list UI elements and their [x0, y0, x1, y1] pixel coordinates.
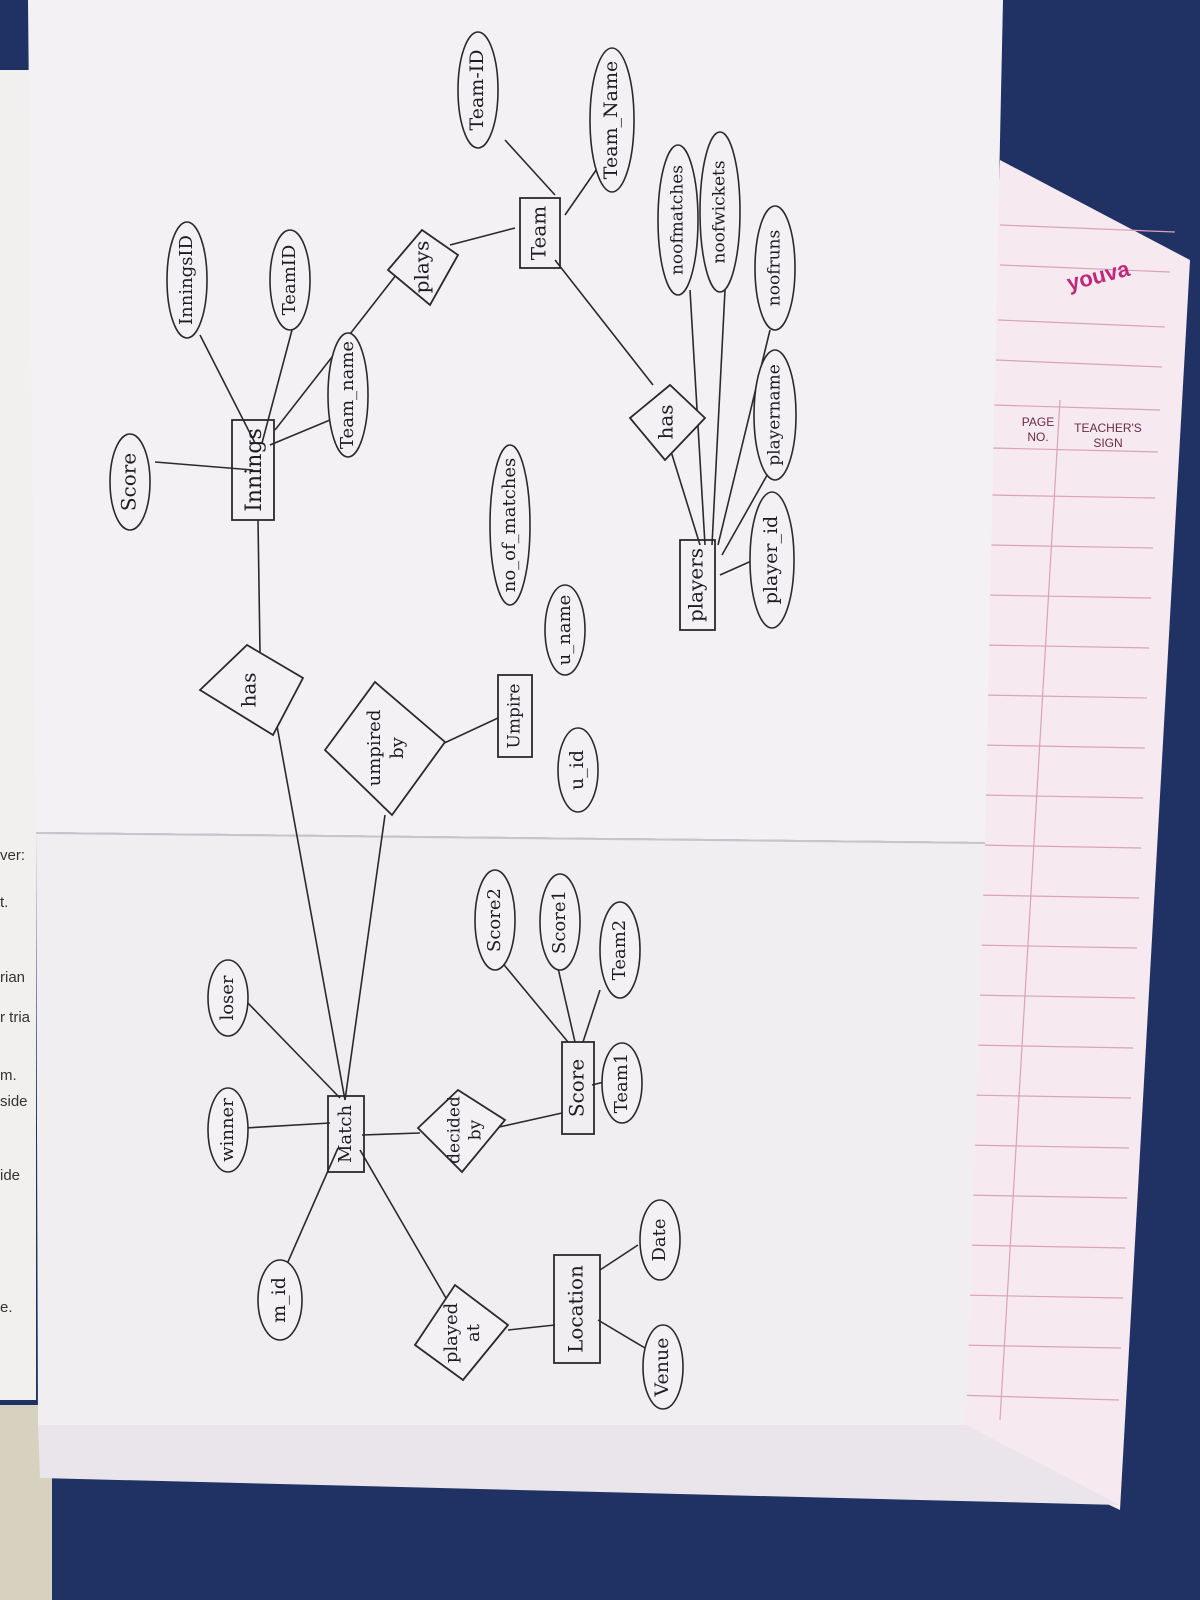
- attr-m-id: [257, 1259, 303, 1341]
- entity-players: [679, 539, 716, 631]
- entity-innings: [231, 419, 275, 521]
- label-team: Team: [527, 206, 551, 261]
- entity-location: [553, 1254, 601, 1364]
- label-decided: decided: [445, 1096, 465, 1164]
- label-team2: Team2: [609, 920, 630, 981]
- svg-text:e.: e.: [0, 1299, 13, 1316]
- svg-text:ide: ide: [0, 1167, 20, 1184]
- label-score-innings: Score: [117, 453, 141, 511]
- attr-score2: [474, 869, 516, 971]
- attr-score-innings: [109, 433, 151, 531]
- label-score2: Score2: [484, 888, 505, 952]
- label-playername: playername: [765, 364, 785, 466]
- left-book-page: [0, 70, 36, 1400]
- attr-team-id: [457, 31, 499, 149]
- attr-playername: [753, 349, 797, 481]
- label-umpired-by: by: [387, 736, 408, 759]
- label-has-innings: has: [237, 672, 261, 707]
- label-winner: winner: [217, 1098, 238, 1162]
- attr-team-id-innings: [269, 229, 311, 331]
- attr-noofruns: [754, 205, 796, 331]
- label-team-id: Team-ID: [466, 50, 488, 131]
- teacher-sign-label: TEACHER'S: [1074, 421, 1142, 435]
- relationship-plays: [386, 228, 460, 307]
- label-player-id: player_id: [760, 516, 782, 604]
- label-has-players: has: [654, 404, 678, 439]
- attr-team-name-innings: [327, 332, 369, 458]
- relationship-played-at: [413, 1283, 510, 1382]
- label-m-id: m_id: [268, 1277, 290, 1323]
- entity-umpire: [497, 674, 533, 758]
- label-u-name: u_name: [554, 595, 575, 666]
- page-no-label: PAGE: [1022, 415, 1054, 429]
- label-loser: loser: [217, 975, 238, 1020]
- entity-score: [561, 1041, 595, 1135]
- label-score1: Score1: [549, 890, 570, 954]
- sheet-seam: [35, 832, 986, 844]
- label-innings: Innings: [242, 428, 267, 512]
- label-noofruns: noofruns: [765, 230, 785, 306]
- label-played: played: [441, 1303, 462, 1363]
- label-score: Score: [565, 1059, 589, 1117]
- label-noofwickets: noofwickets: [710, 160, 730, 263]
- attr-no-of-matches: [489, 444, 531, 606]
- label-umpire: Umpire: [505, 684, 525, 749]
- attr-team1: [601, 1042, 643, 1124]
- label-innings-id: InningsID: [176, 235, 197, 325]
- relationship-decided-by: [416, 1088, 507, 1174]
- attr-team-name: [589, 47, 635, 193]
- notebook-ruling: [953, 224, 1176, 1421]
- connector-lines: [154, 139, 771, 1349]
- relationship-has-innings: [198, 643, 305, 737]
- label-team-name-innings: Team_name: [337, 341, 358, 449]
- label-date: Date: [649, 1218, 670, 1261]
- attr-u-name: [544, 584, 586, 676]
- label-played-at: at: [463, 1323, 484, 1342]
- label-decided-by: by: [466, 1119, 486, 1140]
- label-no-of-matches: no_of_matches: [499, 458, 520, 593]
- label-match: Match: [335, 1105, 356, 1163]
- label-team-name: Team_Name: [600, 61, 622, 180]
- svg-text:ver:: ver:: [0, 847, 25, 864]
- label-team1: Team1: [611, 1053, 632, 1114]
- attr-team2: [599, 901, 641, 999]
- attr-noofmatches: [657, 144, 699, 296]
- label-venue: Venue: [651, 1338, 673, 1398]
- label-umpired: umpired: [364, 710, 385, 787]
- label-players: players: [684, 548, 708, 622]
- attr-player-id: [749, 491, 795, 629]
- attr-venue: [642, 1324, 684, 1410]
- svg-text:side: side: [0, 1093, 28, 1110]
- label-team-id-innings: TeamID: [279, 245, 300, 316]
- teacher-sign-label-2: SIGN: [1093, 436, 1122, 450]
- entity-match: [327, 1095, 365, 1173]
- attr-innings-id: [166, 221, 208, 339]
- relationship-umpired-by: [323, 680, 447, 817]
- sheet-shadow: [38, 1425, 1120, 1505]
- page-no-label-2: NO.: [1027, 430, 1048, 444]
- label-location: Location: [564, 1265, 588, 1353]
- attr-winner: [207, 1087, 249, 1173]
- svg-text:t.: t.: [0, 894, 8, 911]
- entity-team: [519, 197, 561, 269]
- label-noofmatches: noofmatches: [668, 165, 688, 275]
- label-plays: plays: [410, 241, 434, 294]
- attr-loser: [207, 959, 249, 1037]
- relationship-has-players: [628, 383, 707, 462]
- attr-date: [639, 1199, 681, 1281]
- svg-text:m.: m.: [0, 1067, 17, 1084]
- attr-score1: [539, 873, 581, 971]
- attr-noofwickets: [699, 131, 741, 293]
- svg-text:r tria: r tria: [0, 1009, 31, 1026]
- left-page-text: ver: t. rian r tria m. side ide e.: [0, 847, 31, 1316]
- diagram-sheet-top: [28, 0, 1003, 842]
- label-u-id: u_id: [566, 750, 588, 790]
- attr-u-id: [557, 727, 599, 813]
- svg-text:rian: rian: [0, 969, 25, 986]
